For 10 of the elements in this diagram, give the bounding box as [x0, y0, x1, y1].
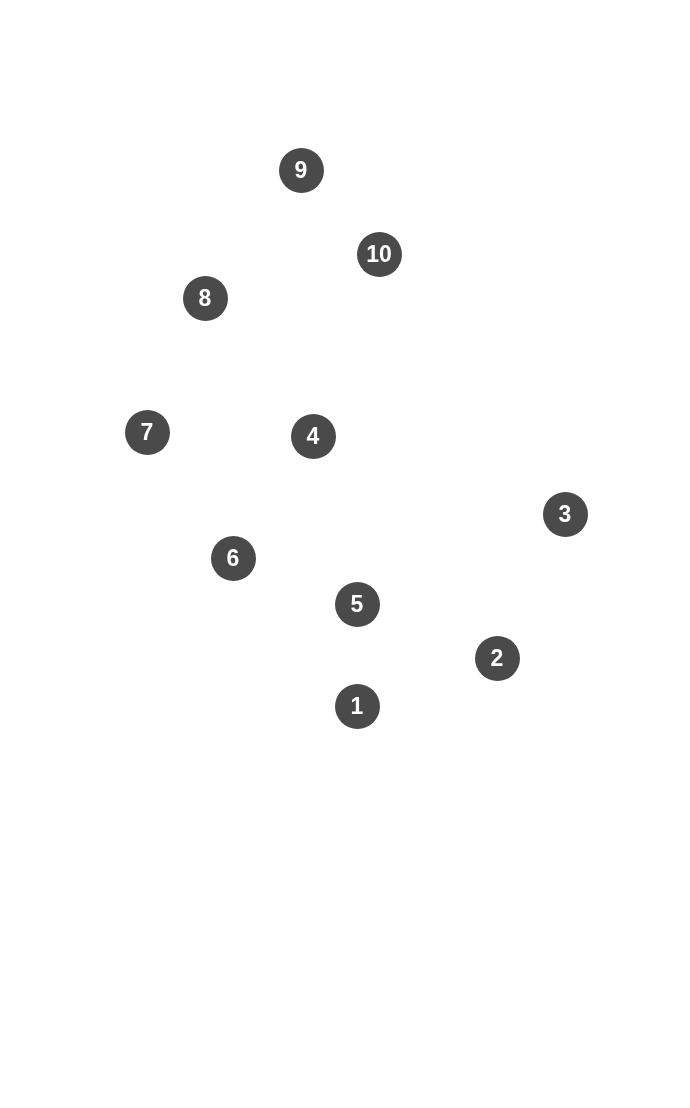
callout-number: 1	[334, 683, 380, 729]
callout-number: 6	[210, 535, 256, 581]
callout-number: 2	[474, 635, 520, 681]
callout-number: 4	[290, 413, 336, 459]
callout-number: 10	[356, 231, 402, 277]
callout-number: 3	[542, 491, 588, 537]
callout-number: 7	[124, 409, 170, 455]
callout-number: 9	[278, 147, 324, 193]
callout-number: 8	[182, 275, 228, 321]
callout-number: 5	[334, 581, 380, 627]
